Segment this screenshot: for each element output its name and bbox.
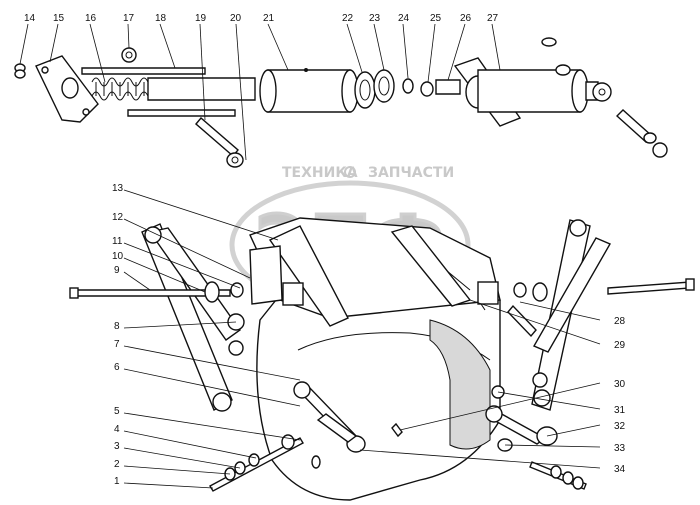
callout-26: 26 bbox=[460, 13, 472, 24]
frame-assembly bbox=[69, 217, 695, 501]
part-10-pin bbox=[204, 281, 220, 303]
callout-9: 9 bbox=[114, 265, 120, 276]
part-20-washer bbox=[226, 152, 244, 168]
part-4-nut bbox=[248, 453, 260, 467]
callout-31: 31 bbox=[614, 405, 626, 416]
callout-32: 32 bbox=[614, 421, 626, 432]
callout-6: 6 bbox=[114, 362, 120, 373]
watermark-gear-icon bbox=[344, 166, 356, 178]
callout-20: 20 bbox=[230, 13, 242, 24]
callout-25: 25 bbox=[430, 13, 442, 24]
callout-19: 19 bbox=[195, 13, 207, 24]
callout-14: 14 bbox=[24, 13, 36, 24]
callout-2: 2 bbox=[114, 459, 120, 470]
callout-33: 33 bbox=[614, 443, 626, 454]
part-16-spring bbox=[91, 77, 149, 101]
callout-15: 15 bbox=[53, 13, 65, 24]
part-18-rod bbox=[81, 67, 206, 75]
callout-5: 5 bbox=[114, 406, 120, 417]
callout-7: 7 bbox=[114, 339, 120, 350]
callout-27: 27 bbox=[487, 13, 499, 24]
part-27-cylinder-head bbox=[453, 57, 612, 127]
callout-18: 18 bbox=[155, 13, 167, 24]
watermark-text-left: ТЕХНИКА bbox=[282, 165, 358, 181]
callout-22: 22 bbox=[342, 13, 354, 24]
callout-labels: 14 15 16 17 18 19 20 21 22 23 24 25 26 2… bbox=[24, 13, 626, 487]
callout-24: 24 bbox=[398, 13, 410, 24]
callout-1: 1 bbox=[114, 476, 120, 487]
part-26-bushing bbox=[435, 79, 461, 95]
part-25-washer bbox=[420, 81, 434, 97]
callout-23: 23 bbox=[369, 13, 381, 24]
callout-28: 28 bbox=[614, 316, 626, 327]
part-22-ring bbox=[354, 71, 376, 109]
callout-3: 3 bbox=[114, 441, 120, 452]
callout-4: 4 bbox=[114, 424, 120, 435]
part-28-pin bbox=[507, 304, 537, 338]
leader-lines bbox=[19, 23, 601, 489]
part-23-ring bbox=[373, 69, 395, 103]
callout-12: 12 bbox=[112, 212, 124, 223]
callout-8: 8 bbox=[114, 321, 120, 332]
part-21-cylinder bbox=[259, 68, 359, 113]
watermark-text-right: ЗАПЧАСТИ bbox=[368, 165, 454, 181]
callout-13: 13 bbox=[112, 183, 124, 194]
callout-17: 17 bbox=[123, 13, 135, 24]
part-11-washer bbox=[230, 282, 244, 298]
part-17-washer bbox=[121, 47, 137, 63]
callout-10: 10 bbox=[112, 251, 124, 262]
callout-34: 34 bbox=[614, 464, 626, 475]
part-24-nut bbox=[402, 78, 414, 94]
callout-16: 16 bbox=[85, 13, 97, 24]
callout-11: 11 bbox=[112, 236, 123, 247]
cylinder-assembly bbox=[14, 37, 668, 168]
part-brake-lining bbox=[429, 319, 491, 450]
callout-21: 21 bbox=[263, 13, 275, 24]
callout-30: 30 bbox=[614, 379, 626, 390]
part-19-pin bbox=[195, 117, 239, 157]
callout-29: 29 bbox=[614, 340, 626, 351]
